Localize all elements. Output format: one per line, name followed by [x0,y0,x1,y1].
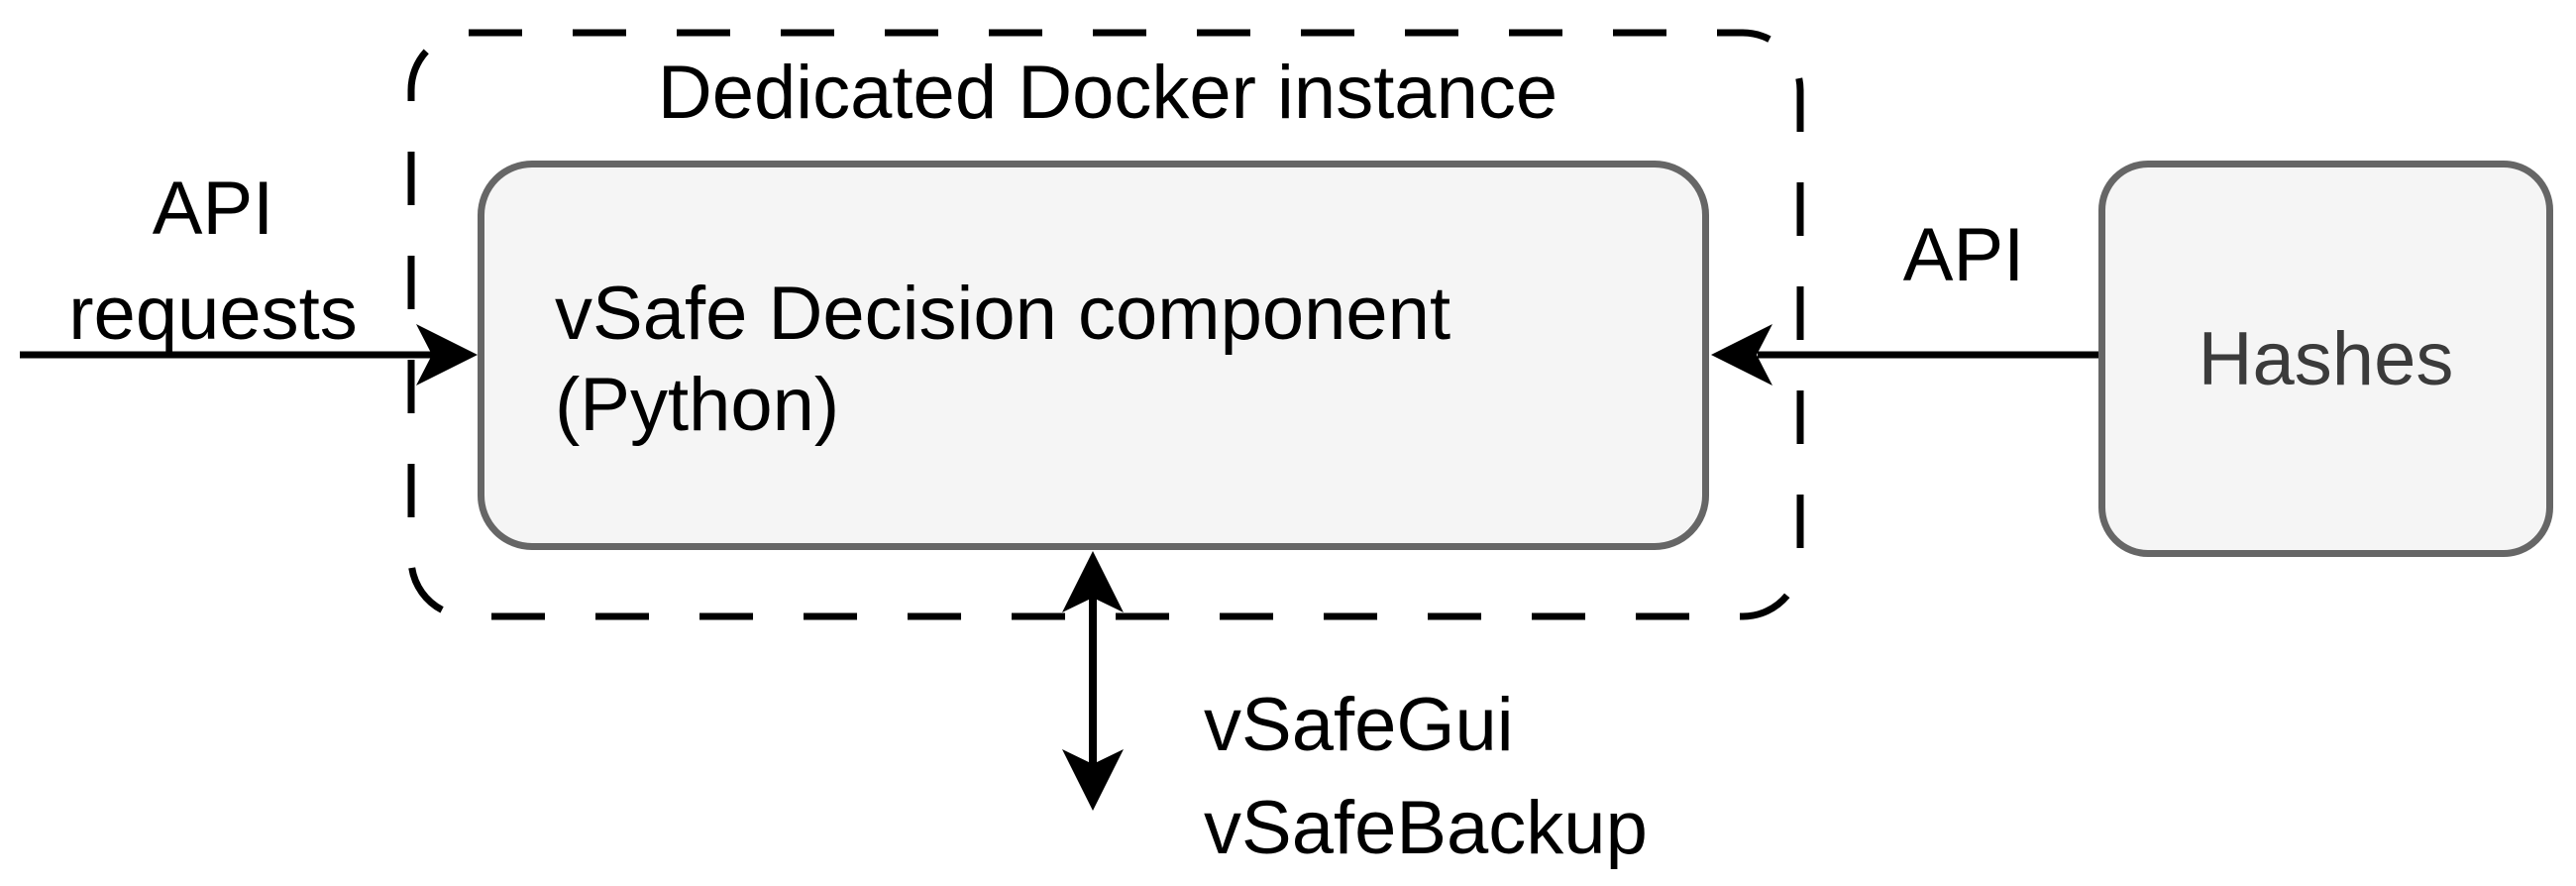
docker-instance-title: Dedicated Docker instance [657,51,1558,135]
services-label-line2: vSafeBackup [1204,786,1648,870]
api-requests-label-line1: API [152,166,274,251]
decision-component-node: vSafe Decision component (Python) [478,161,1709,550]
api-requests-arrowhead-icon [416,324,478,386]
api-requests-label: API requests [0,157,426,367]
decision-component-label-line1: vSafe Decision component [555,271,1451,356]
hashes-api-arrowhead-icon [1711,324,1772,386]
hashes-label: Hashes [2198,316,2454,401]
docker-instance-boundary [407,29,1804,620]
services-arrowhead-up-icon [1062,551,1124,612]
hashes-node: Hashes [2098,161,2553,557]
services-label: vSafeGui vSafeBackup [1204,674,1648,880]
services-label-line1: vSafeGui [1204,683,1514,767]
services-arrowhead-down-icon [1062,749,1124,811]
hashes-api-label: API [1902,213,2025,297]
decision-component-label-line2: (Python) [555,362,840,447]
api-requests-label-line2: requests [68,272,358,356]
